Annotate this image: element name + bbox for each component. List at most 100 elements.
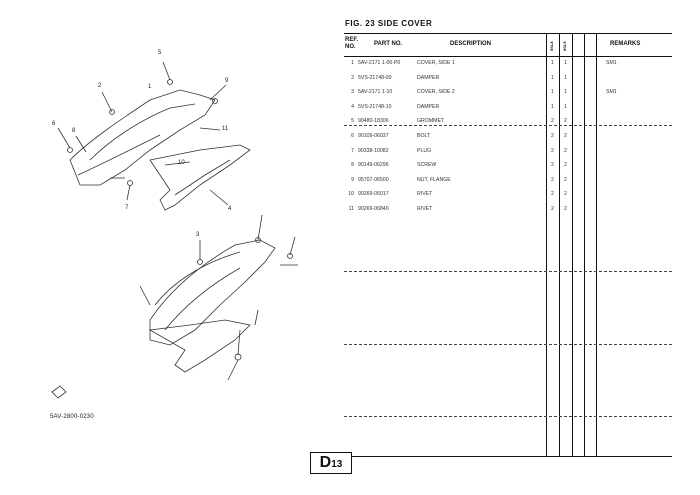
cell-description: RIVET bbox=[417, 191, 433, 198]
cell-ref: 1 bbox=[351, 60, 354, 66]
cell-ref: 10 bbox=[348, 191, 354, 198]
cell-ref: 11 bbox=[348, 206, 354, 212]
header-remarks: REMARKS bbox=[610, 41, 641, 47]
callout-3: 3 bbox=[196, 232, 200, 238]
cell-part-no: 5AV-2171 1-10 bbox=[358, 89, 393, 96]
callout-9: 9 bbox=[225, 78, 229, 84]
cell-description: NUT, FLANGE bbox=[417, 176, 451, 183]
column-rule bbox=[584, 33, 585, 456]
cell-qty-2: 1 bbox=[564, 74, 567, 81]
cell-description: DAMPER bbox=[417, 103, 440, 110]
cell-description: DAMPER bbox=[417, 74, 440, 81]
cell-part-no: 90269-06840 bbox=[358, 206, 389, 212]
cell-qty-2: 2 bbox=[564, 133, 567, 139]
header-description: DESCRIPTION bbox=[450, 41, 492, 47]
cell-ref: 4 bbox=[351, 103, 354, 110]
callout-4: 4 bbox=[228, 206, 232, 212]
callout-5: 5 bbox=[158, 50, 162, 56]
cell-description: COVER, SIDE 2 bbox=[417, 89, 455, 96]
cell-description: BOLT bbox=[417, 133, 431, 139]
callout-1: 1 bbox=[148, 84, 152, 90]
callout-2: 2 bbox=[98, 83, 102, 89]
cell-description: RIVET bbox=[417, 206, 433, 212]
cell-part-no: 90149-06296 bbox=[358, 162, 389, 169]
cell-description: COVER, SIDE 1 bbox=[417, 60, 455, 66]
header-qty-2: 5SL9 bbox=[562, 41, 567, 51]
cell-part-no: 5VS-21748-00 bbox=[358, 74, 392, 81]
cell-ref: 3 bbox=[351, 89, 354, 96]
page-section: D bbox=[319, 454, 332, 471]
column-rule bbox=[546, 33, 547, 456]
table-row: 5 90480-18306 GROMMET 2 2 bbox=[344, 115, 672, 127]
cell-qty-1: 2 bbox=[551, 191, 554, 198]
row-separator bbox=[344, 344, 672, 345]
side-cover-illustration bbox=[51, 61, 298, 399]
cell-qty-1: 2 bbox=[551, 147, 554, 154]
cell-qty-2: 1 bbox=[564, 60, 567, 66]
row-separator bbox=[344, 271, 672, 272]
cell-part-no: 5AV-2171 1-00-P0 bbox=[358, 60, 401, 66]
table-header: REF. NO. PART NO. DESCRIPTION 5SL8 5SL9 … bbox=[344, 33, 672, 57]
drawing-code: 5AV-2800-0230 bbox=[50, 414, 94, 420]
cell-qty-2: 2 bbox=[564, 206, 567, 212]
cell-ref: 7 bbox=[351, 147, 354, 154]
column-rule bbox=[559, 33, 560, 456]
page-number: 13 bbox=[331, 459, 343, 470]
cell-qty-1: 2 bbox=[551, 162, 554, 169]
cell-part-no: 90338-10082 bbox=[358, 147, 389, 154]
parts-table: REF. NO. PART NO. DESCRIPTION 5SL8 5SL9 … bbox=[344, 33, 672, 456]
cell-ref: 8 bbox=[351, 162, 354, 169]
cell-ref: 2 bbox=[351, 74, 354, 81]
cell-part-no: 95707-06500 bbox=[358, 176, 389, 183]
cell-qty-1: 2 bbox=[551, 176, 554, 183]
table-row: 7 90338-10082 PLUG 2 2 bbox=[344, 145, 672, 157]
cell-description: SCREW bbox=[417, 162, 437, 169]
callout-8: 8 bbox=[72, 128, 76, 134]
cell-qty-2: 1 bbox=[564, 103, 567, 110]
cell-qty-2: 2 bbox=[564, 176, 567, 183]
figure-title: FIG. 23 SIDE COVER bbox=[345, 19, 433, 28]
cell-part-no: 90480-18306 bbox=[358, 118, 389, 125]
table-row: 8 90149-06296 SCREW 2 2 bbox=[344, 159, 672, 171]
cell-part-no: 90109-06037 bbox=[358, 133, 389, 139]
cell-part-no: 90269-05017 bbox=[358, 191, 389, 198]
table-row: 1 5AV-2171 1-00-P0 COVER, SIDE 1 1 1 SM1 bbox=[344, 57, 672, 69]
cell-qty-2: 2 bbox=[564, 118, 567, 125]
cell-qty-1: 1 bbox=[551, 103, 554, 110]
cell-qty-1: 2 bbox=[551, 133, 554, 139]
header-ref-no: REF. NO. bbox=[345, 37, 359, 50]
table-row: 11 90269-06840 RIVET 2 2 bbox=[344, 203, 672, 215]
row-separator bbox=[344, 416, 672, 417]
cell-qty-2: 2 bbox=[564, 162, 567, 169]
cell-part-no: 5VS-21748-10 bbox=[358, 103, 392, 110]
cell-qty-2: 2 bbox=[564, 191, 567, 198]
cell-remarks: SM1 bbox=[606, 60, 617, 66]
callout-10: 10 bbox=[178, 160, 185, 166]
cell-qty-1: 1 bbox=[551, 60, 554, 66]
table-row: 4 5VS-21748-10 DAMPER 1 1 bbox=[344, 101, 672, 113]
table-row: 2 5VS-21748-00 DAMPER 1 1 bbox=[344, 72, 672, 84]
cell-description: GROMMET bbox=[417, 118, 445, 125]
cell-description: PLUG bbox=[417, 147, 432, 154]
header-qty-1: 5SL8 bbox=[549, 41, 554, 51]
table-row: 10 90269-05017 RIVET 2 2 bbox=[344, 188, 672, 200]
table-row: 6 90109-06037 BOLT 2 2 bbox=[344, 130, 672, 142]
column-rule bbox=[572, 33, 573, 456]
cell-qty-1: 2 bbox=[551, 118, 554, 125]
bottom-rule bbox=[350, 456, 672, 457]
cell-qty-2: 2 bbox=[564, 147, 567, 154]
cell-qty-2: 1 bbox=[564, 89, 567, 96]
row-separator bbox=[344, 125, 672, 126]
page-number-badge: D13 bbox=[310, 452, 352, 474]
cell-qty-1: 1 bbox=[551, 89, 554, 96]
cell-ref: 5 bbox=[351, 118, 354, 125]
callout-6: 6 bbox=[52, 121, 56, 127]
cell-qty-1: 2 bbox=[551, 206, 554, 212]
callout-7: 7 bbox=[125, 205, 129, 211]
cell-ref: 6 bbox=[351, 133, 354, 139]
cell-qty-1: 1 bbox=[551, 74, 554, 81]
callout-11: 11 bbox=[222, 126, 229, 132]
